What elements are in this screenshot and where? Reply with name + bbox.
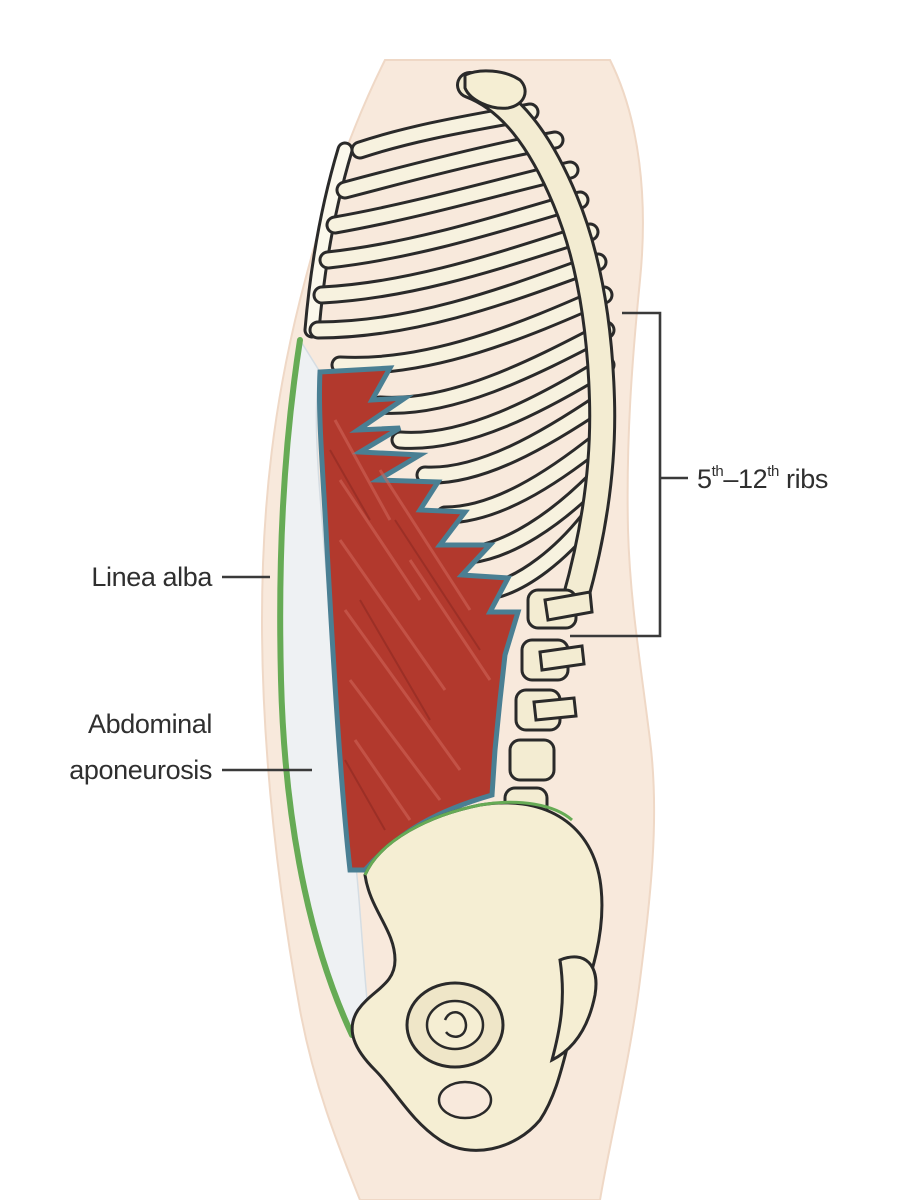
external-oblique-muscle (316, 365, 522, 873)
ribs-label: 5th–12th ribs (697, 463, 828, 494)
abdominal-aponeurosis-label-line1: Abdominal (88, 709, 212, 739)
linea-alba-line (277, 337, 355, 1038)
rib-cage (303, 69, 617, 614)
ribs-bracket (570, 311, 688, 638)
lumbar-vertebrae (503, 588, 594, 828)
pelvis-bone (350, 800, 604, 1152)
linea-alba-label: Linea alba (91, 562, 213, 592)
abdominal-aponeurosis-label-line2: aponeurosis (69, 755, 212, 785)
